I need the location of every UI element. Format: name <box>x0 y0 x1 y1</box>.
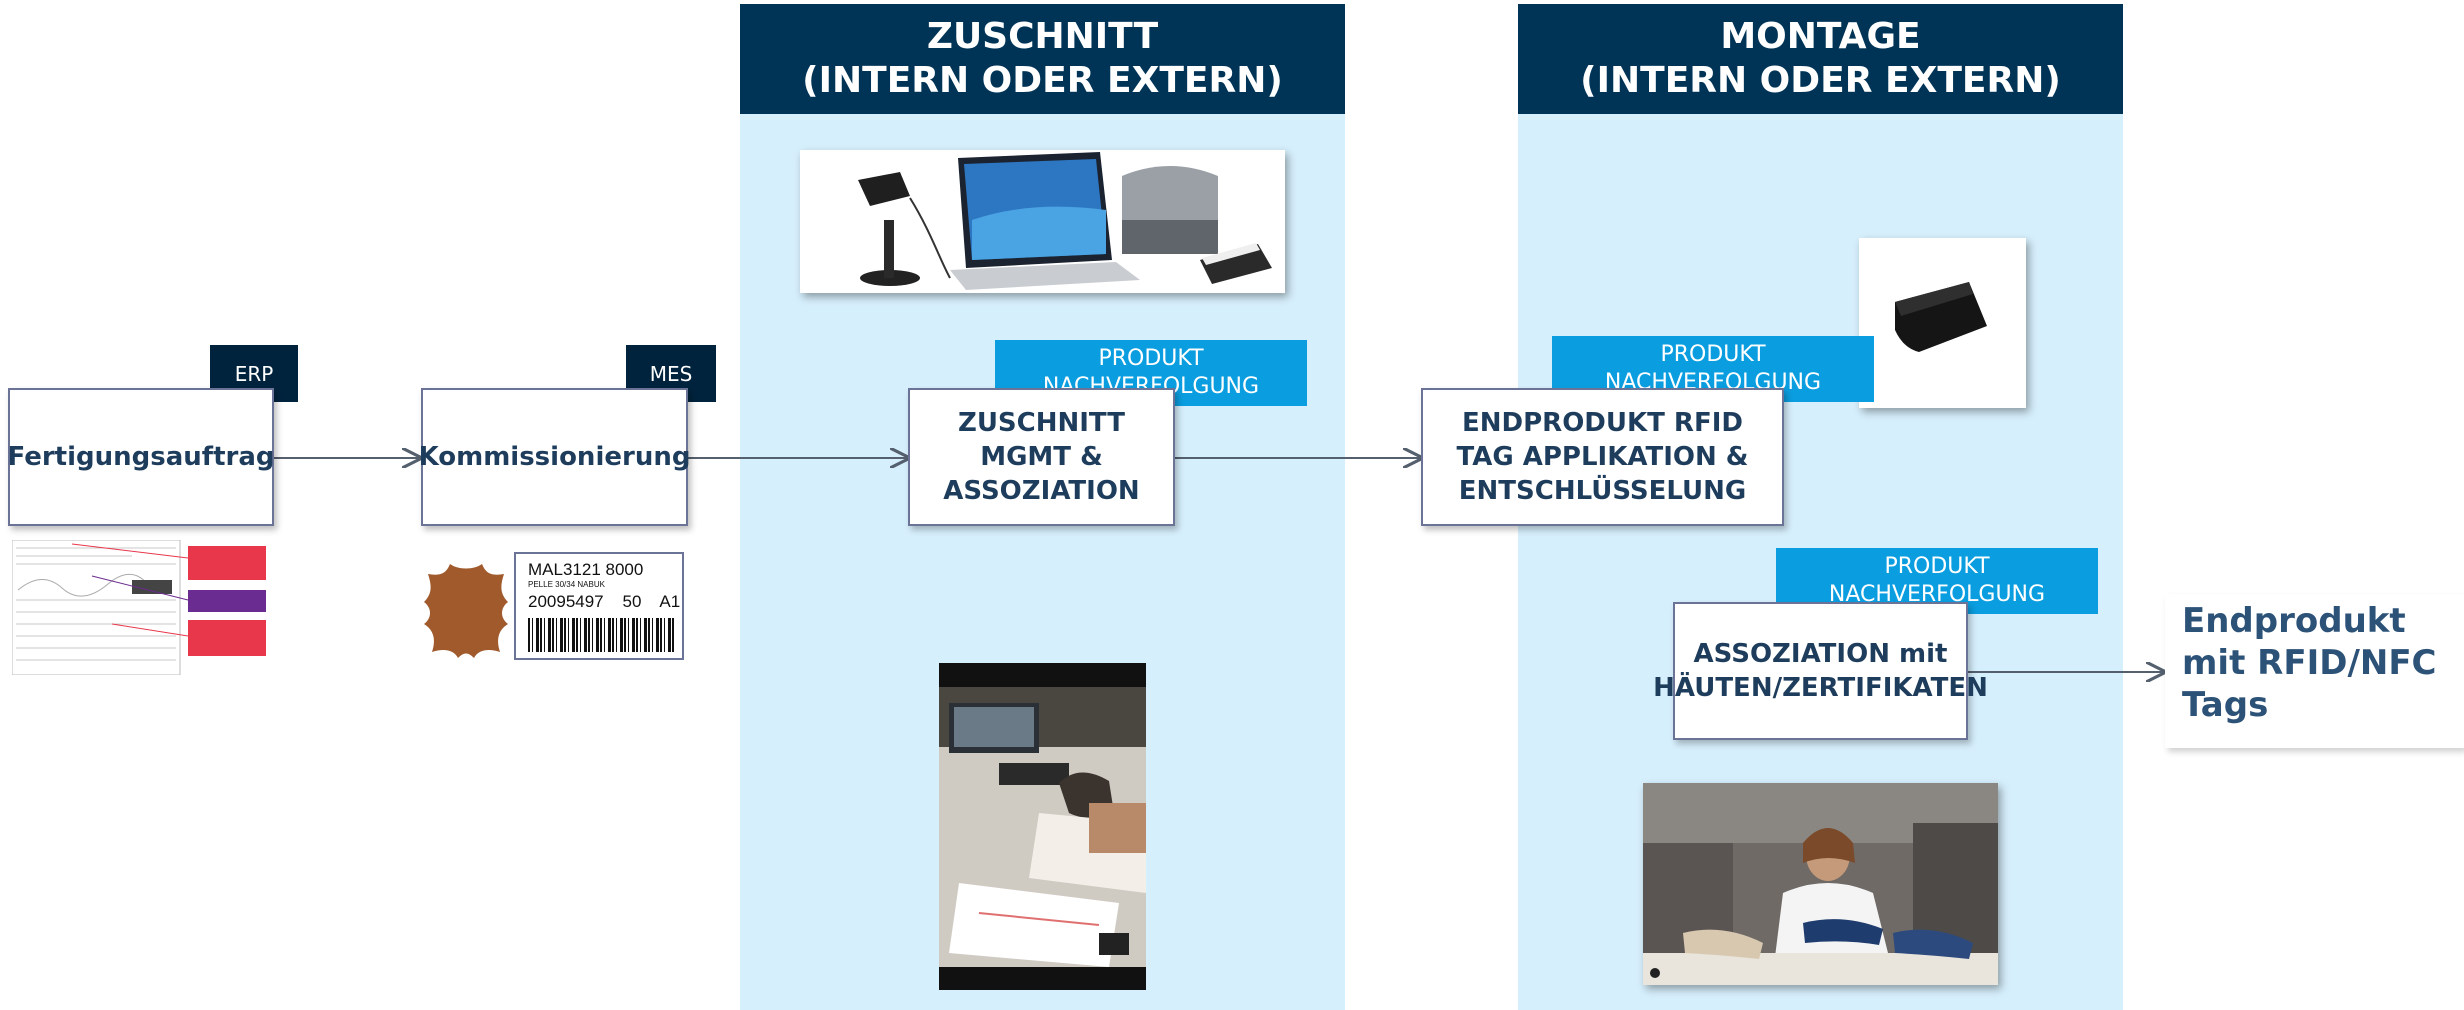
assembly-worker-photo <box>1643 783 1998 985</box>
tracking-tag-rfid-line1: PRODUKT <box>1660 342 1766 367</box>
material-label-card: MAL3121 8000 PELLE 30/34 NABUK 20095497 … <box>514 552 684 660</box>
final-product-card <box>2165 594 2464 748</box>
tracking-tag-cutting-line1: PRODUKT <box>1098 346 1204 371</box>
final-product-label: Endprodukt mit RFID/NFC Tags <box>2182 601 2437 725</box>
lane-assembly-title: MONTAGE (INTERN ODER EXTERN) <box>1518 4 2123 114</box>
label-card-barcode <box>528 618 674 652</box>
label-card-line2: PELLE 30/34 NABUK <box>528 580 605 589</box>
step-production-order-label: Fertigungsauftrag <box>7 442 275 472</box>
step-production-order: Fertigungsauftrag <box>7 388 275 526</box>
step-hide-association-label: ASSOZIATION mit HÄUTEN/ZERTIFIKATEN <box>1653 639 1988 703</box>
step-rfid-application-label: ENDPRODUKT RFID TAG APPLIKATION & ENTSCH… <box>1456 408 1749 506</box>
rfid-tag-image <box>1859 238 2026 408</box>
step-rfid-application: ENDPRODUKT RFID TAG APPLIKATION & ENTSCH… <box>1421 388 1784 526</box>
step-hide-association: ASSOZIATION mit HÄUTEN/ZERTIFIKATEN <box>1653 602 1988 740</box>
step-picking: Kommissionierung <box>418 388 691 526</box>
tracking-tag-association-line1: PRODUKT <box>1884 554 1990 579</box>
label-card-line1: MAL3121 8000 <box>528 560 644 579</box>
step-cutting-mgmt-label: ZUSCHNITT MGMT & ASSOZIATION <box>943 408 1140 506</box>
lane-cutting-title: ZUSCHNITT (INTERN ODER EXTERN) <box>740 4 1345 114</box>
production-order-document-image <box>12 540 266 675</box>
scanner-laptop-printer-image <box>800 150 1285 293</box>
leather-hide-icon <box>424 564 508 658</box>
cutting-workstation-photo <box>939 663 1146 990</box>
step-picking-label: Kommissionierung <box>418 442 691 472</box>
label-card-line3: 20095497 50 A1 <box>528 592 681 611</box>
step-cutting-mgmt: ZUSCHNITT MGMT & ASSOZIATION <box>908 388 1175 526</box>
